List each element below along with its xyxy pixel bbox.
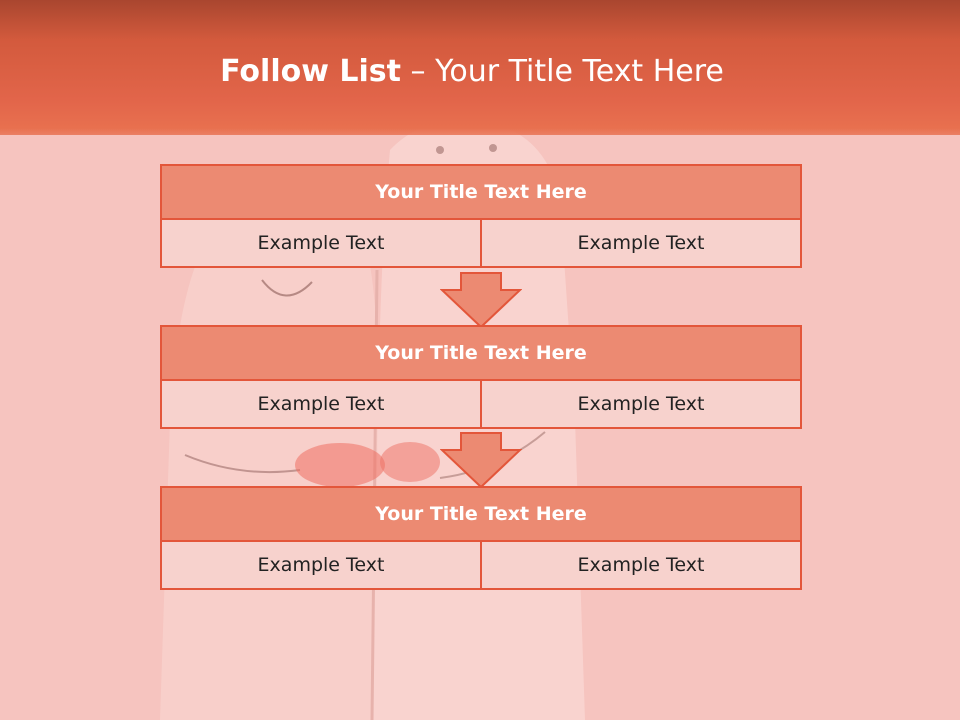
block-cell-left: Example Text <box>160 381 482 429</box>
list-block-2: Your Title Text Here Example Text Exampl… <box>160 325 802 429</box>
block-cell-left: Example Text <box>160 542 482 590</box>
title-separator: – <box>410 54 426 89</box>
list-block-1: Your Title Text Here Example Text Exampl… <box>160 164 802 268</box>
block-title: Your Title Text Here <box>160 486 802 542</box>
block-cell-right: Example Text <box>482 220 802 268</box>
title-bold: Follow List <box>220 54 401 89</box>
block-cell-right: Example Text <box>482 381 802 429</box>
header-band <box>0 0 960 135</box>
list-block-3: Your Title Text Here Example Text Exampl… <box>160 486 802 590</box>
block-cell-left: Example Text <box>160 220 482 268</box>
slide-title: Follow List – Your Title Text Here <box>0 54 944 89</box>
down-arrow-icon <box>440 432 522 488</box>
title-rest: Your Title Text Here <box>435 54 724 89</box>
block-title: Your Title Text Here <box>160 164 802 220</box>
block-title: Your Title Text Here <box>160 325 802 381</box>
block-cell-right: Example Text <box>482 542 802 590</box>
down-arrow-icon <box>440 272 522 328</box>
